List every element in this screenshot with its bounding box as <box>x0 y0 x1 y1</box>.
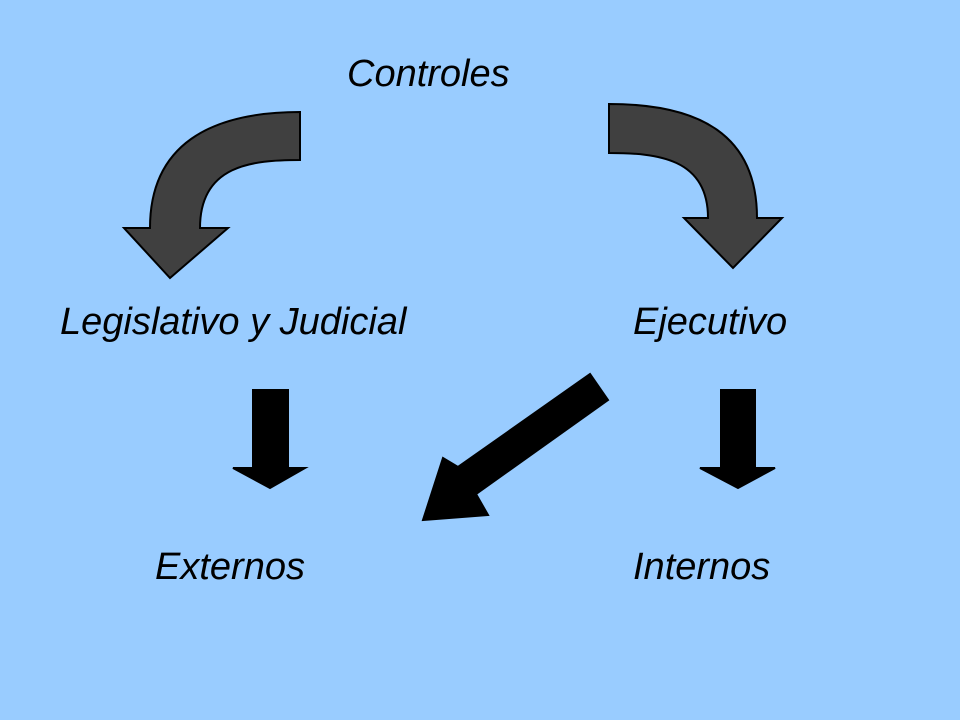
node-internos: Internos <box>633 546 771 588</box>
node-ejecutivo: Ejecutivo <box>633 301 788 343</box>
arrow-to-internos <box>699 389 776 490</box>
curved-arrow-to-ejecutivo <box>608 102 785 270</box>
curved-arrow-to-legislativo-judicial <box>121 110 301 280</box>
arrow-to-externos <box>232 389 309 490</box>
node-legislativo-judicial: Legislativo y Judicial <box>60 301 407 343</box>
node-controles: Controles <box>347 53 510 95</box>
diagonal-arrow-ejecutivo-to-externos <box>421 372 610 522</box>
node-externos: Externos <box>155 546 305 588</box>
